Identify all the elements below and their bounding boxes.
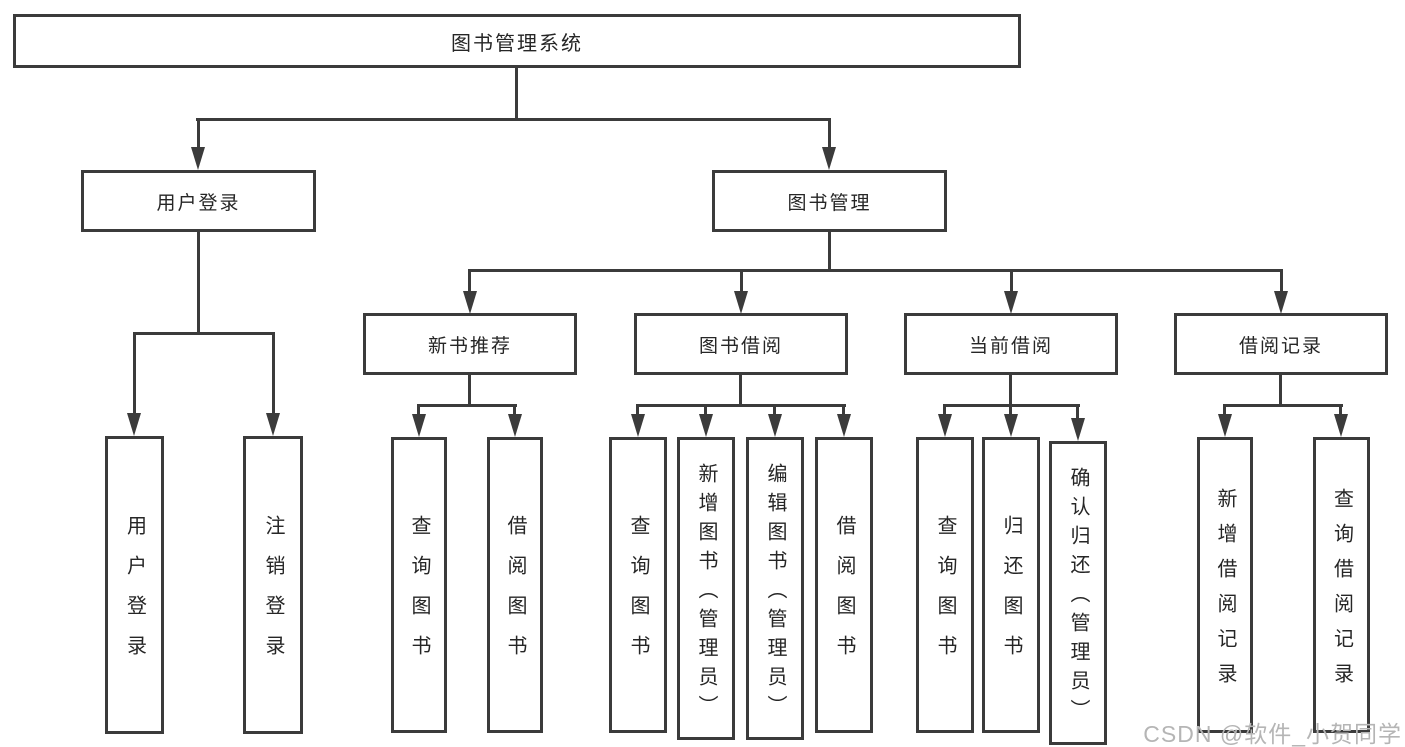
connector-new-book-stem — [468, 375, 471, 407]
leaf-label: 用户登录 — [123, 515, 146, 675]
arrowhead-icon — [837, 414, 851, 437]
node-library-management-system: 图书管理系统 — [13, 14, 1021, 68]
connector-leaf-stem — [842, 404, 845, 419]
node-label: 当前借阅 — [968, 335, 1053, 357]
leaf-return-books: 归还图书 — [982, 437, 1040, 733]
leaf-label: 新增借阅记录 — [1214, 487, 1236, 698]
node-label: 借阅记录 — [1238, 335, 1323, 357]
arrowhead-icon — [1274, 291, 1288, 314]
node-label: 新书推荐 — [427, 335, 512, 357]
node-user-login: 用户登录 — [81, 170, 316, 232]
leaf-label: 注销登录 — [262, 515, 284, 675]
arrowhead-icon — [266, 413, 280, 436]
arrowhead-icon — [1071, 418, 1085, 441]
connector-current-stem — [1009, 375, 1012, 407]
connector-borrowing-stem — [739, 375, 742, 407]
arrowhead-icon — [938, 414, 952, 437]
arrowhead-icon — [127, 413, 141, 436]
leaf-label: 查询借阅记录 — [1330, 487, 1353, 698]
arrowhead-icon — [412, 414, 426, 437]
connector-records-stem — [1279, 375, 1282, 407]
leaf-query-books: 查询图书 — [916, 437, 974, 733]
node-book-borrowing: 图书借阅 — [634, 313, 848, 375]
connector-to-leaf-user-login — [133, 332, 136, 416]
leaf-add-books-admin: 新增图书（管理员） — [677, 437, 735, 740]
connector-to-book-management — [828, 120, 831, 152]
leaf-label: 查询图书 — [934, 515, 956, 675]
connector-root-branch — [196, 118, 831, 121]
arrowhead-icon — [1218, 414, 1232, 437]
connector-to-borrowing — [740, 269, 743, 294]
connector-new-book-branch — [417, 404, 517, 407]
leaf-label: 确认归还（管理员） — [1067, 467, 1089, 728]
connector-to-new-book — [468, 269, 471, 294]
arrowhead-icon — [822, 147, 836, 170]
leaf-label: 借阅图书 — [833, 515, 855, 675]
node-borrowing-records: 借阅记录 — [1174, 313, 1388, 375]
connector-leaf-stem — [513, 404, 516, 419]
node-label: 用户登录 — [156, 192, 241, 214]
arrowhead-icon — [1334, 414, 1348, 437]
leaf-query-books: 查询图书 — [609, 437, 667, 733]
connector-to-user-login — [197, 120, 200, 152]
leaf-label: 归还图书 — [1000, 515, 1022, 675]
connector-root-stem — [515, 68, 518, 121]
connector-leaf-stem — [636, 404, 639, 419]
arrowhead-icon — [631, 414, 645, 437]
leaf-user-login: 用户登录 — [105, 436, 164, 734]
node-current-borrowing: 当前借阅 — [904, 313, 1118, 375]
leaf-label: 查询图书 — [627, 515, 649, 675]
leaf-query-books: 查询图书 — [391, 437, 447, 733]
leaf-label: 新增图书（管理员） — [695, 462, 717, 724]
leaf-confirm-return-admin: 确认归还（管理员） — [1049, 441, 1107, 745]
arrowhead-icon — [699, 414, 713, 437]
connector-leaf-stem — [417, 404, 420, 419]
connector-book-management-branch — [468, 269, 1283, 272]
leaf-label: 编辑图书（管理员） — [764, 462, 786, 724]
leaf-borrow-books: 借阅图书 — [815, 437, 873, 733]
connector-to-current — [1010, 269, 1013, 294]
node-label: 图书管理系统 — [451, 32, 583, 55]
connector-user-login-branch — [133, 332, 275, 335]
node-label: 图书借阅 — [698, 335, 783, 357]
arrowhead-icon — [191, 147, 205, 170]
connector-records-branch — [1223, 404, 1343, 407]
leaf-label: 查询图书 — [408, 515, 430, 675]
leaf-logout: 注销登录 — [243, 436, 303, 734]
connector-leaf-stem — [1223, 404, 1226, 419]
connector-leaf-stem — [704, 404, 707, 419]
leaf-edit-books-admin: 编辑图书（管理员） — [746, 437, 804, 740]
connector-leaf-stem — [1339, 404, 1342, 419]
arrowhead-icon — [1004, 414, 1018, 437]
connector-to-records — [1280, 269, 1283, 294]
connector-user-login-stem — [197, 232, 200, 334]
arrowhead-icon — [1004, 291, 1018, 314]
node-book-management: 图书管理 — [712, 170, 947, 232]
arrowhead-icon — [734, 291, 748, 314]
leaf-add-borrow-record: 新增借阅记录 — [1197, 437, 1253, 733]
connector-leaf-stem — [1076, 404, 1079, 423]
arrowhead-icon — [463, 291, 477, 314]
node-new-book-recommendation: 新书推荐 — [363, 313, 577, 375]
connector-book-management-stem — [828, 232, 831, 272]
leaf-label: 借阅图书 — [504, 515, 526, 675]
leaf-borrow-books: 借阅图书 — [487, 437, 543, 733]
leaf-query-borrow-record: 查询借阅记录 — [1313, 437, 1370, 733]
arrowhead-icon — [508, 414, 522, 437]
node-label: 图书管理 — [787, 192, 872, 214]
connector-leaf-stem — [1009, 404, 1012, 419]
watermark: CSDN @软件_小贺同学 — [1143, 721, 1402, 747]
connector-leaf-stem — [773, 404, 776, 419]
connector-borrowing-branch — [636, 404, 846, 407]
arrowhead-icon — [768, 414, 782, 437]
connector-to-leaf-logout — [272, 332, 275, 416]
connector-leaf-stem — [943, 404, 946, 419]
